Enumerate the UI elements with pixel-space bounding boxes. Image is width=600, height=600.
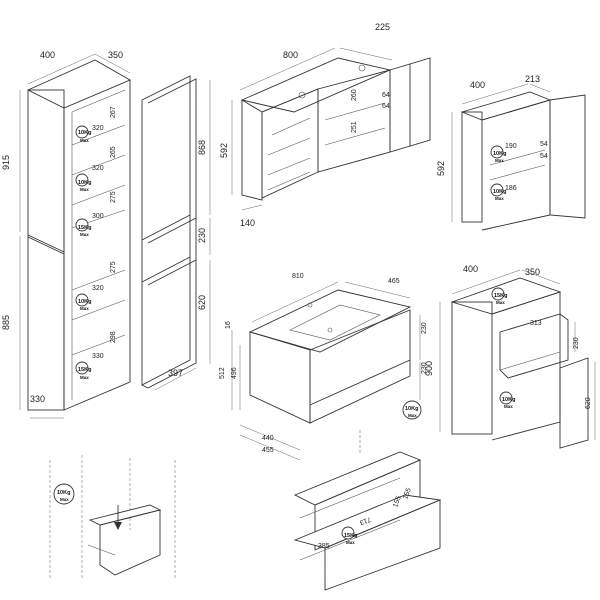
tall-upper-height-dim: 915	[1, 155, 11, 170]
tall-shelf-dim-8: 320	[92, 285, 104, 292]
mirror-depth-dim: 225	[375, 22, 390, 32]
svg-text:10Kg: 10Kg	[502, 397, 515, 403]
svg-text:Max: Max	[495, 196, 504, 201]
svg-text:10Kg: 10Kg	[493, 189, 506, 195]
mirror-shelf-dim-b: 64	[382, 92, 390, 99]
tall-shelf-dim-2: 320	[92, 125, 104, 132]
wall-cabinet	[451, 83, 586, 231]
mirror-shelf-dim-c: 64	[382, 103, 390, 110]
tall-shelf-dim-4: 320	[92, 165, 104, 172]
wall-shelf-dim-d: 186	[505, 185, 517, 192]
vanity-drawers-dim-a: 155	[402, 487, 413, 500]
vanity-drawer2-dim: 230	[421, 362, 428, 374]
svg-text:15Kg: 15Kg	[344, 533, 357, 539]
mirror-cabinet	[231, 47, 431, 211]
svg-text:Max: Max	[80, 232, 89, 237]
load-badge: 10Kg Max	[490, 145, 506, 163]
wall-shelf-dim-c: 54	[540, 153, 548, 160]
side-door-dim: 620	[585, 397, 592, 409]
svg-text:15Kg: 15Kg	[78, 367, 91, 373]
tall-shelf-dim-3: 265	[110, 146, 117, 158]
svg-text:10Kg: 10Kg	[493, 151, 506, 157]
svg-text:10Kg: 10Kg	[78, 130, 91, 136]
vanity-drawers-dim-c: 385	[318, 543, 330, 550]
vanity-total-height-dim: 512	[219, 367, 226, 379]
tall-lower-height-dim: 885	[1, 315, 11, 330]
svg-text:Max: Max	[80, 138, 89, 143]
vanity-body-height-dim: 496	[231, 367, 238, 379]
load-badge: 10Kg Max	[75, 173, 91, 192]
drawer-detail	[49, 455, 176, 580]
svg-text:Max: Max	[346, 540, 355, 545]
vanity-unit	[231, 281, 421, 461]
load-badge: 15Kg Max	[491, 287, 507, 305]
tall-shelf-dim-10: 330	[92, 353, 104, 360]
load-badge: 10Kg Max	[499, 391, 515, 409]
svg-text:10Kg: 10Kg	[78, 299, 91, 305]
tall-front-panel	[141, 75, 211, 391]
tall-depth-dim: 350	[108, 50, 123, 60]
svg-text:15Kg: 15Kg	[494, 293, 507, 299]
svg-text:Max: Max	[80, 375, 89, 380]
vanity-depth-dim: 465	[388, 278, 400, 285]
vanity-drawers	[293, 430, 442, 591]
tall-shelf-dim-7: 275	[110, 261, 117, 273]
mirror-shelf-dim-a: 260	[351, 89, 358, 101]
tall-shelf-dim-9: 298	[110, 331, 117, 343]
tall-shelf-dim-5: 275	[110, 191, 117, 203]
side-inner-dim: 313	[530, 320, 542, 327]
front-drawer-height-dim: 230	[197, 228, 207, 243]
svg-text:15Kg: 15Kg	[78, 225, 91, 231]
front-depth-dim: 397	[168, 368, 183, 378]
svg-text:Max: Max	[495, 158, 504, 163]
tall-base-depth-dim: 330	[30, 394, 45, 404]
side-depth-dim: 350	[525, 267, 540, 277]
vanity-drawer1-dim: 230	[421, 322, 428, 334]
vanity-inner-w1-dim: 440	[262, 435, 274, 442]
svg-text:Max: Max	[60, 497, 69, 502]
vanity-width-dim: 810	[292, 273, 304, 280]
side-cabinet	[439, 269, 596, 449]
load-badge: 10Kg Max	[402, 400, 422, 420]
svg-text:10Kg: 10Kg	[57, 490, 70, 496]
wall-shelf-dim-a: 190	[505, 143, 517, 150]
svg-text:Max: Max	[408, 413, 417, 418]
front-door-height-dim: 620	[197, 295, 207, 310]
tall-shelf-dim-1: 267	[110, 106, 117, 118]
front-top-height-dim: 868	[197, 140, 207, 155]
side-height-dim: 900	[424, 361, 434, 376]
svg-text:10Kg: 10Kg	[405, 406, 418, 412]
tall-width-dim: 400	[40, 50, 55, 60]
side-drawer-dim: 230	[573, 337, 580, 349]
wall-shelf-dim-b: 54	[540, 141, 548, 148]
wall-depth-dim: 213	[525, 74, 540, 84]
vanity-drawers-dim-b: 713	[358, 515, 371, 526]
load-badge: 15Kg Max	[341, 526, 357, 545]
load-badge: 15Kg Max	[75, 361, 91, 380]
load-badge: 15Kg Max	[75, 218, 91, 237]
vanity-top-dim: 16	[225, 321, 232, 329]
vanity-inner-w2-dim: 455	[262, 447, 274, 454]
svg-text:10Kg: 10Kg	[78, 180, 91, 186]
load-badge: 10Kg Max	[53, 483, 75, 505]
svg-text:Max: Max	[80, 187, 89, 192]
mirror-bottom-dim: 140	[240, 218, 255, 228]
load-badge: 10Kg Max	[75, 293, 91, 311]
load-badge: 10Kg Max	[75, 125, 91, 143]
mirror-height-dim: 592	[219, 143, 229, 158]
vanity-drawers-dim-d: 155	[392, 495, 403, 508]
tall-shelf-dim-6: 300	[92, 213, 104, 220]
wall-height-dim: 592	[436, 161, 446, 176]
wall-width-dim: 400	[470, 80, 485, 90]
svg-text:Max: Max	[504, 404, 513, 409]
load-badge: 10Kg Max	[490, 183, 506, 201]
mirror-width-dim: 800	[283, 50, 298, 60]
mirror-shelf-dim-d: 251	[351, 121, 358, 133]
svg-text:Max: Max	[80, 306, 89, 311]
svg-text:Max: Max	[496, 300, 505, 305]
side-width-dim: 400	[463, 264, 478, 274]
